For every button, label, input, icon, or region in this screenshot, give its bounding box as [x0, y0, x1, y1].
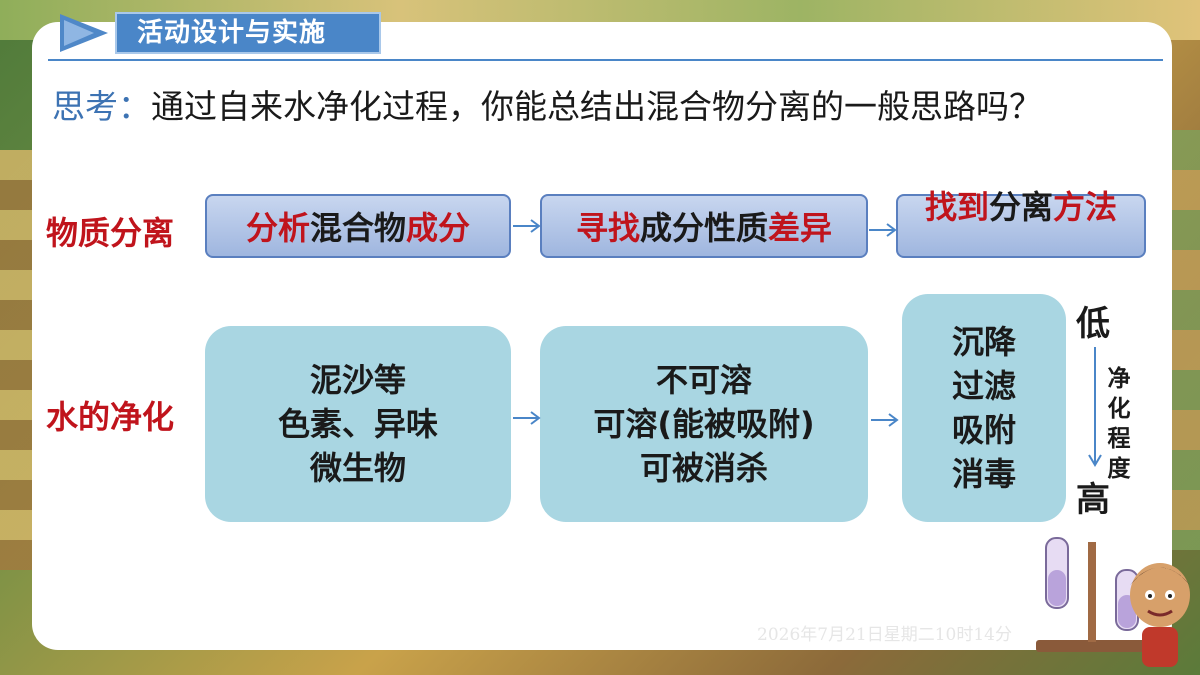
scale-high-label: 高	[1076, 480, 1110, 520]
row-label-separation: 物质分离	[46, 214, 175, 252]
arrow-right-icon	[513, 411, 541, 425]
step-box-difference: 寻找成分性质差异	[540, 194, 868, 258]
arrow-right-icon	[869, 223, 897, 237]
step-box-analyze: 分析混合物成分	[205, 194, 511, 258]
property-line: 可溶(能被吸附)	[593, 405, 815, 443]
section-title: 活动设计与实施	[115, 12, 381, 54]
background-right-stripe	[1168, 130, 1200, 550]
step-box-method: 找到分离方法	[896, 188, 1146, 258]
step-part: 成分	[406, 209, 471, 247]
impurity-box: 泥沙等 色素、异味 微生物	[205, 326, 511, 522]
scale-degree-label: 净化程度	[1107, 366, 1131, 482]
header-divider	[48, 59, 1163, 61]
property-box: 不可溶 可溶(能被吸附) 可被消杀	[540, 326, 868, 522]
cartoon-character-icon	[1130, 563, 1190, 667]
step-part: 成分性质	[639, 209, 768, 247]
property-line: 可被消杀	[639, 449, 768, 487]
step-part: 分离	[988, 188, 1053, 226]
scale-low-label: 低	[1076, 304, 1110, 344]
arrow-down-icon	[1088, 347, 1102, 467]
method-line: 消毒	[951, 455, 1016, 493]
method-line: 吸附	[951, 411, 1016, 449]
step-part: 差异	[768, 209, 833, 247]
row-label-purification: 水的净化	[46, 398, 175, 436]
property-line: 不可溶	[655, 361, 752, 399]
header-triangle-inner-icon	[64, 20, 94, 46]
timestamp: 2026年7月21日星期二10时14分	[757, 625, 1012, 645]
impurity-line: 泥沙等	[309, 361, 406, 399]
step-part: 寻找	[575, 209, 640, 247]
arrow-right-icon	[871, 413, 899, 427]
step-method-text: 找到分离方法	[916, 188, 1126, 226]
step-part: 混合物	[309, 209, 406, 247]
question-text: 思考：通过自来水净化过程，你能总结出混合物分离的一般思路吗？	[52, 80, 1042, 128]
arrow-right-icon	[513, 219, 541, 233]
question-body: 通过自来水净化过程，你能总结出混合物分离的一般思路吗？	[151, 87, 1042, 126]
method-line: 沉降	[951, 323, 1016, 361]
question-lead: 思考：	[52, 87, 151, 126]
step-part: 找到	[924, 188, 989, 226]
impurity-line: 色素、异味	[277, 405, 438, 443]
method-box: 沉降 过滤 吸附 消毒	[902, 294, 1066, 522]
impurity-line: 微生物	[309, 449, 406, 487]
method-line: 过滤	[951, 367, 1016, 405]
step-part: 方法	[1053, 188, 1118, 226]
step-part: 分析	[245, 209, 310, 247]
